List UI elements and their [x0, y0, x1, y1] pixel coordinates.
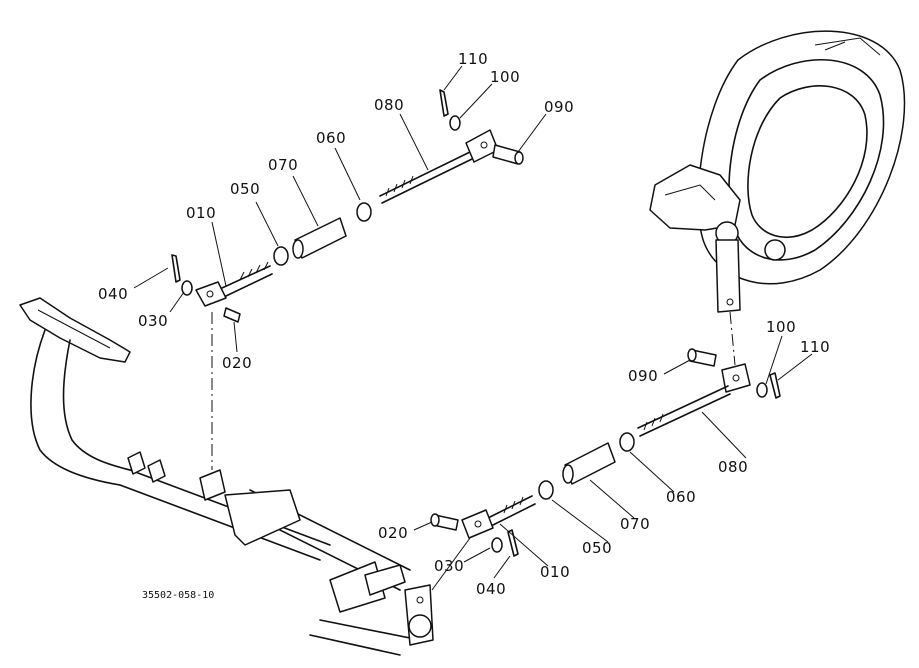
label-090-right: 090 [628, 367, 658, 385]
label-100-right: 100 [766, 318, 796, 336]
brake-drum [649, 30, 906, 313]
right-brake-rod-group [430, 311, 781, 557]
pin-020-left [223, 307, 241, 323]
nut-050-right [538, 480, 554, 500]
label-020-left: 020 [222, 354, 252, 372]
label-090-left: 090 [544, 98, 574, 116]
clevis-010-left [195, 281, 227, 307]
brake-pedal-assembly [19, 297, 434, 656]
label-100-left: 100 [490, 68, 520, 86]
label-050-left: 050 [230, 180, 260, 198]
label-030-right: 030 [434, 557, 464, 575]
rod-080-right [637, 385, 729, 429]
drawing-code: 35502-058-10 [142, 590, 214, 601]
nut-060-left [356, 202, 372, 222]
label-070-left: 070 [268, 156, 298, 174]
cotter-pin-040-left [171, 254, 181, 283]
leader-lines [133, 65, 813, 591]
washer-100-left [449, 115, 461, 131]
label-110-left: 110 [458, 50, 488, 68]
label-080-left: 080 [374, 96, 404, 114]
cotter-pin-110-right [769, 372, 781, 399]
label-070-right: 070 [620, 515, 650, 533]
label-050-right: 050 [582, 539, 612, 557]
label-010-left: 010 [186, 204, 216, 222]
cotter-pin-110-left [439, 89, 449, 117]
left-labels: 040 030 010 020 050 070 060 080 110 100 … [98, 50, 574, 372]
label-040-left: 040 [98, 285, 128, 303]
nut-060-right [619, 432, 635, 452]
right-labels: 090 100 110 080 060 070 050 010 040 030 … [378, 318, 830, 598]
label-110-right: 110 [800, 338, 830, 356]
washer-030-left [181, 280, 193, 296]
cotter-pin-040-right [507, 529, 519, 557]
label-080-right: 080 [718, 458, 748, 476]
washer-100-right [756, 382, 768, 398]
nut-050-left [273, 246, 289, 266]
label-060-right: 060 [666, 488, 696, 506]
label-020-right: 020 [378, 524, 408, 542]
rod-080-left [379, 151, 471, 197]
label-010-right: 010 [540, 563, 570, 581]
label-060-left: 060 [316, 129, 346, 147]
washer-030-right [491, 537, 503, 553]
label-030-left: 030 [138, 312, 168, 330]
clevis-010-right [461, 509, 494, 539]
left-brake-rod-group [171, 89, 524, 323]
label-040-right: 040 [476, 580, 506, 598]
